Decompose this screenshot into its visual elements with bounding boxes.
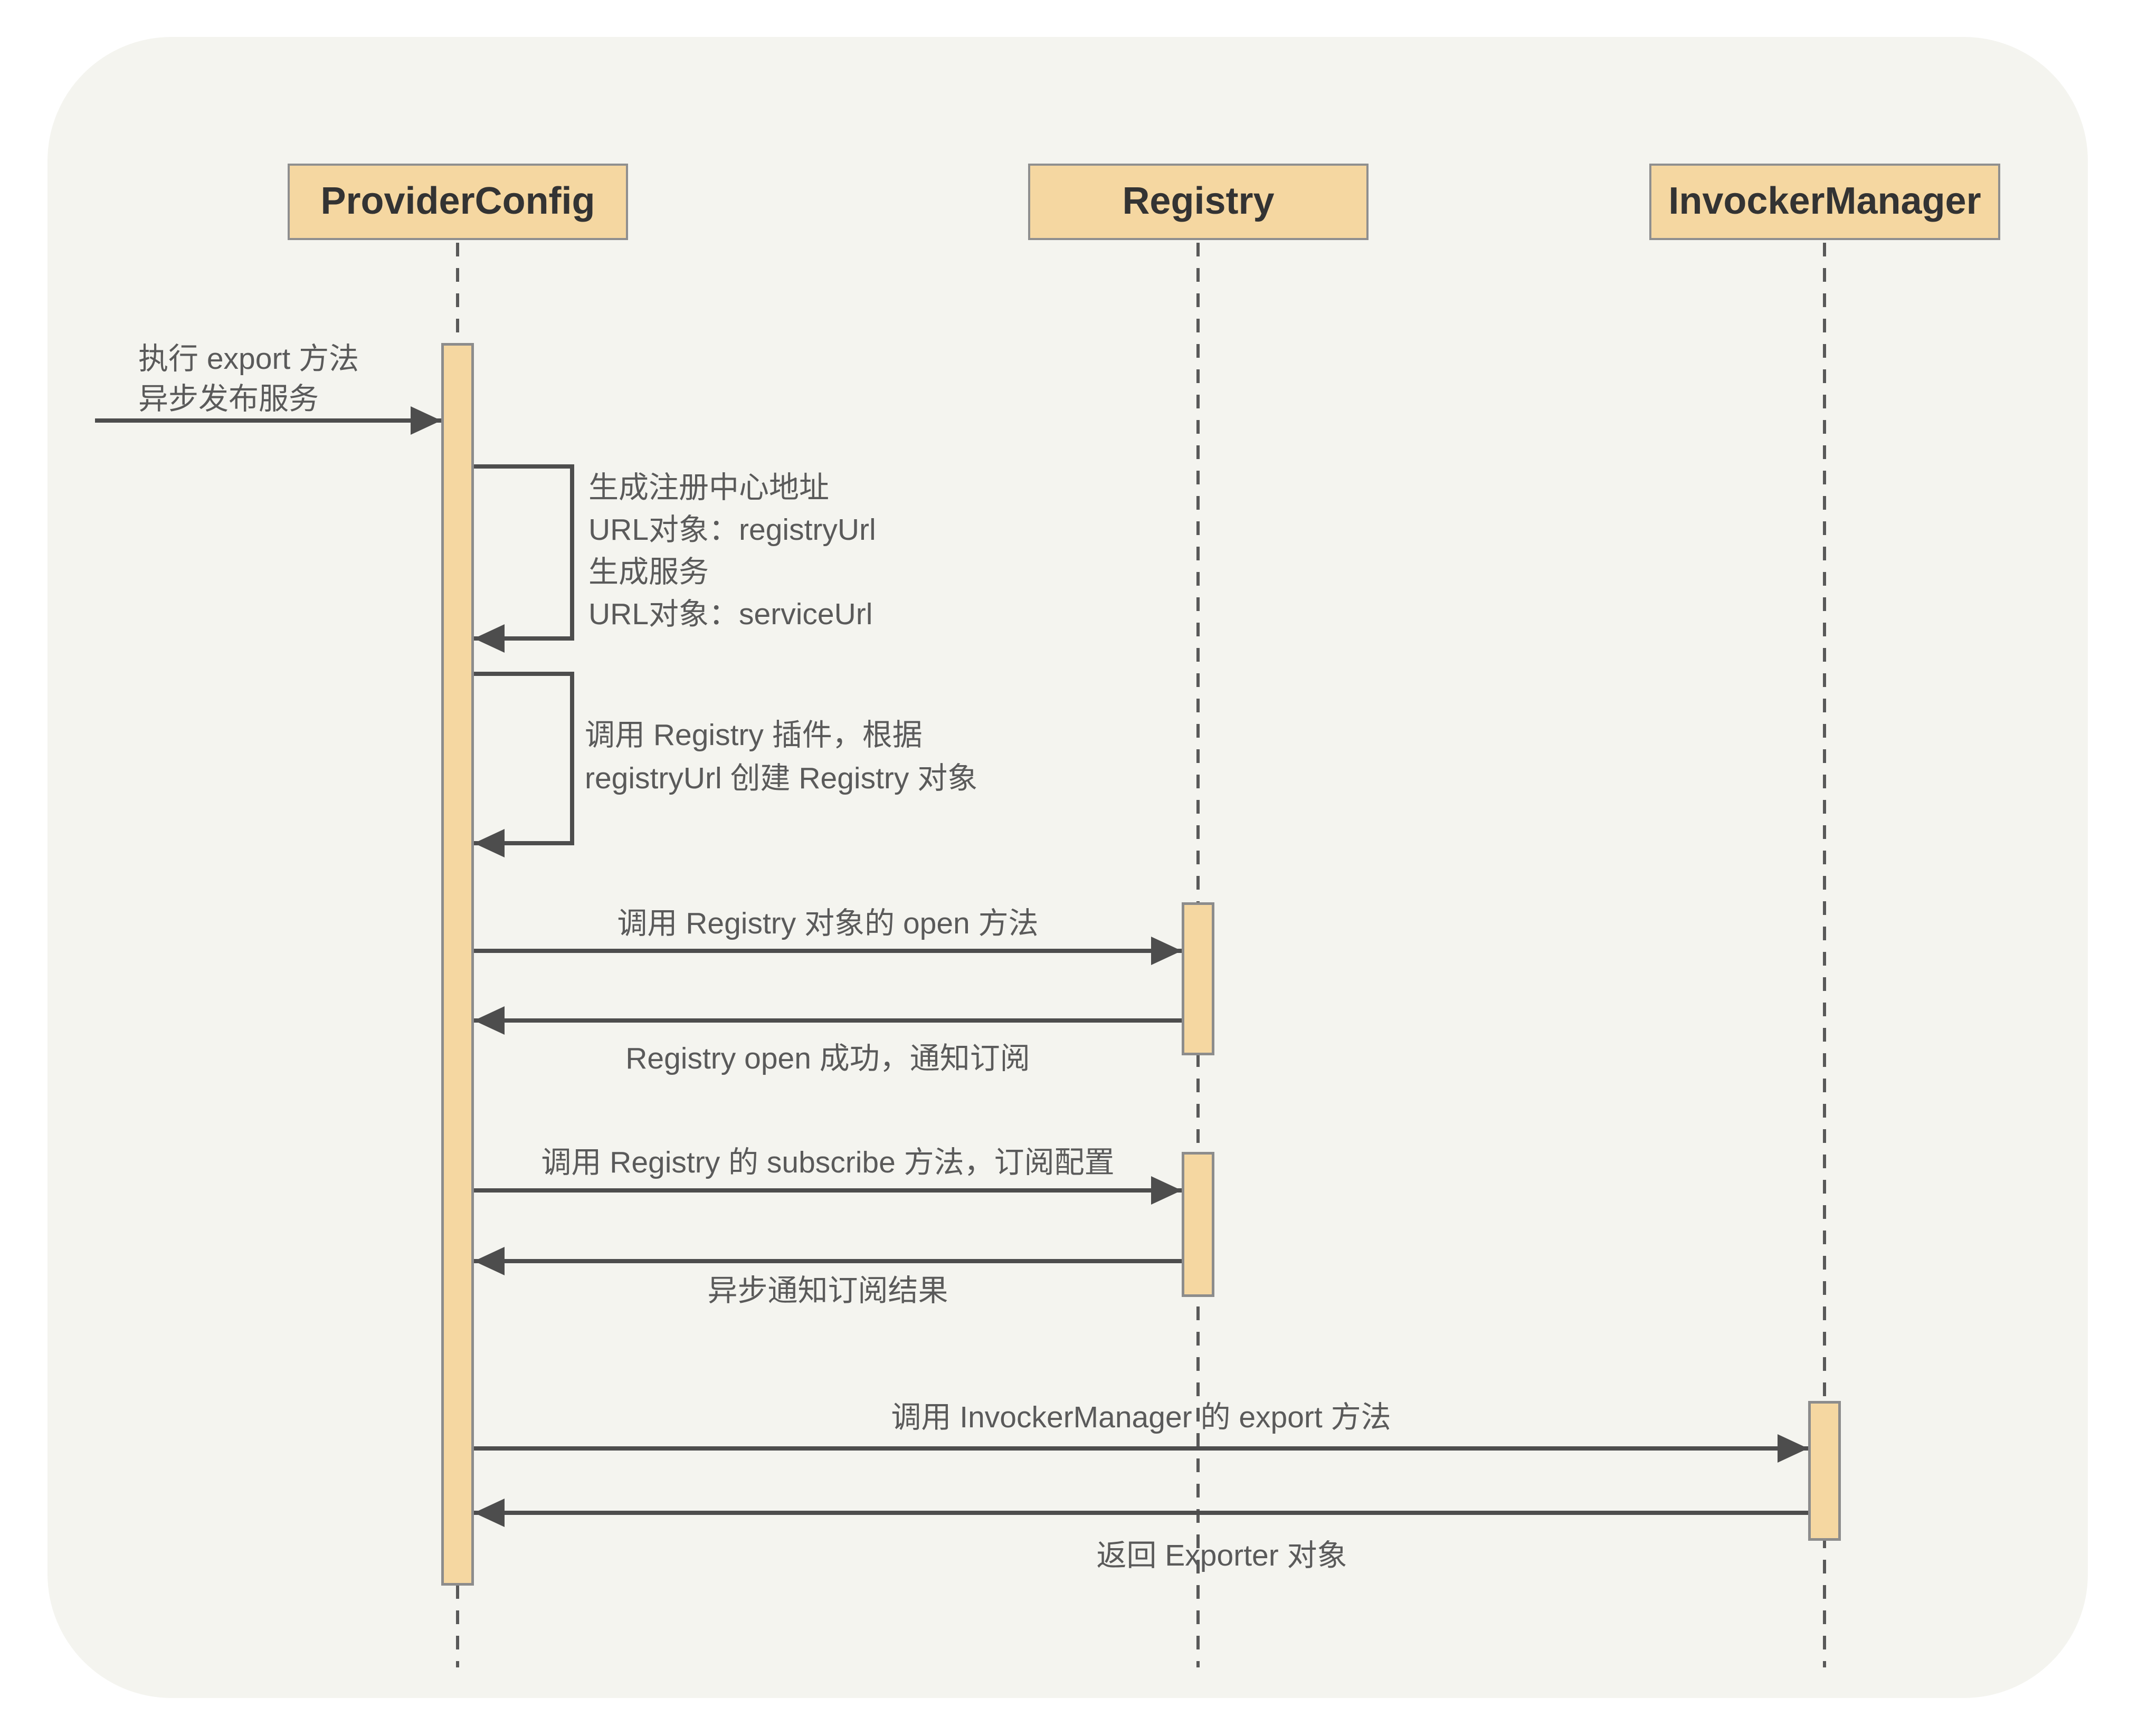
activation-providerconfig-main [441,343,474,1586]
self-message-loop-create-registry [474,672,574,845]
message-label-execute-export: 执行 export 方法 异步发布服务 [138,342,359,416]
arrowhead-left-icon [474,829,505,857]
message-line-registry-subscribe [474,1188,1182,1193]
message-label-invockermanager-export: 调用 InvockerManager 的 export 方法 [891,1400,1391,1434]
message-label-return-exporter: 返回 Exporter 对象 [1096,1539,1347,1572]
activation-registry-subscribe [1182,1152,1214,1297]
activation-invockermanager-export [1808,1401,1841,1541]
message-line-open-success [474,1018,1182,1023]
message-label-registry-open: 调用 Registry 对象的 open 方法 [617,907,1039,940]
diagram-card-background [47,37,2088,1698]
participant-providerconfig: ProviderConfig [288,164,628,240]
arrowhead-left-icon [474,1247,505,1275]
arrowhead-left-icon [474,1499,505,1527]
message-label-registry-subscribe: 调用 Registry 的 subscribe 方法，订阅配置 [541,1146,1115,1179]
message-line-registry-open [474,949,1182,953]
arrowhead-right-icon [1151,1176,1182,1205]
message-label-open-success: Registry open 成功，通知订阅 [625,1042,1030,1075]
message-label-build-urls: 生成注册中心地址 URL对象：registryUrl 生成服务 URL对象：se… [588,471,876,631]
message-label-subscribe-result: 异步通知订阅结果 [707,1274,948,1308]
message-line-subscribe-result [474,1259,1182,1263]
lifeline-invockermanager [1823,243,1826,1667]
activation-registry-open [1182,902,1214,1055]
arrowhead-left-icon [474,1006,505,1035]
participant-registry: Registry [1028,164,1369,240]
message-line-return-exporter [474,1511,1808,1515]
message-label-create-registry: 调用 Registry 插件，根据 registryUrl 创建 Registr… [585,718,978,795]
arrowhead-left-icon [474,624,505,653]
message-line-execute-export [95,418,441,423]
self-message-loop-build-urls [474,464,574,641]
message-line-invockermanager-export [474,1446,1808,1451]
participant-invockermanager: InvockerManager [1649,164,2000,240]
arrowhead-right-icon [1778,1434,1808,1463]
arrowhead-right-icon [411,406,441,435]
arrowhead-right-icon [1151,937,1182,965]
